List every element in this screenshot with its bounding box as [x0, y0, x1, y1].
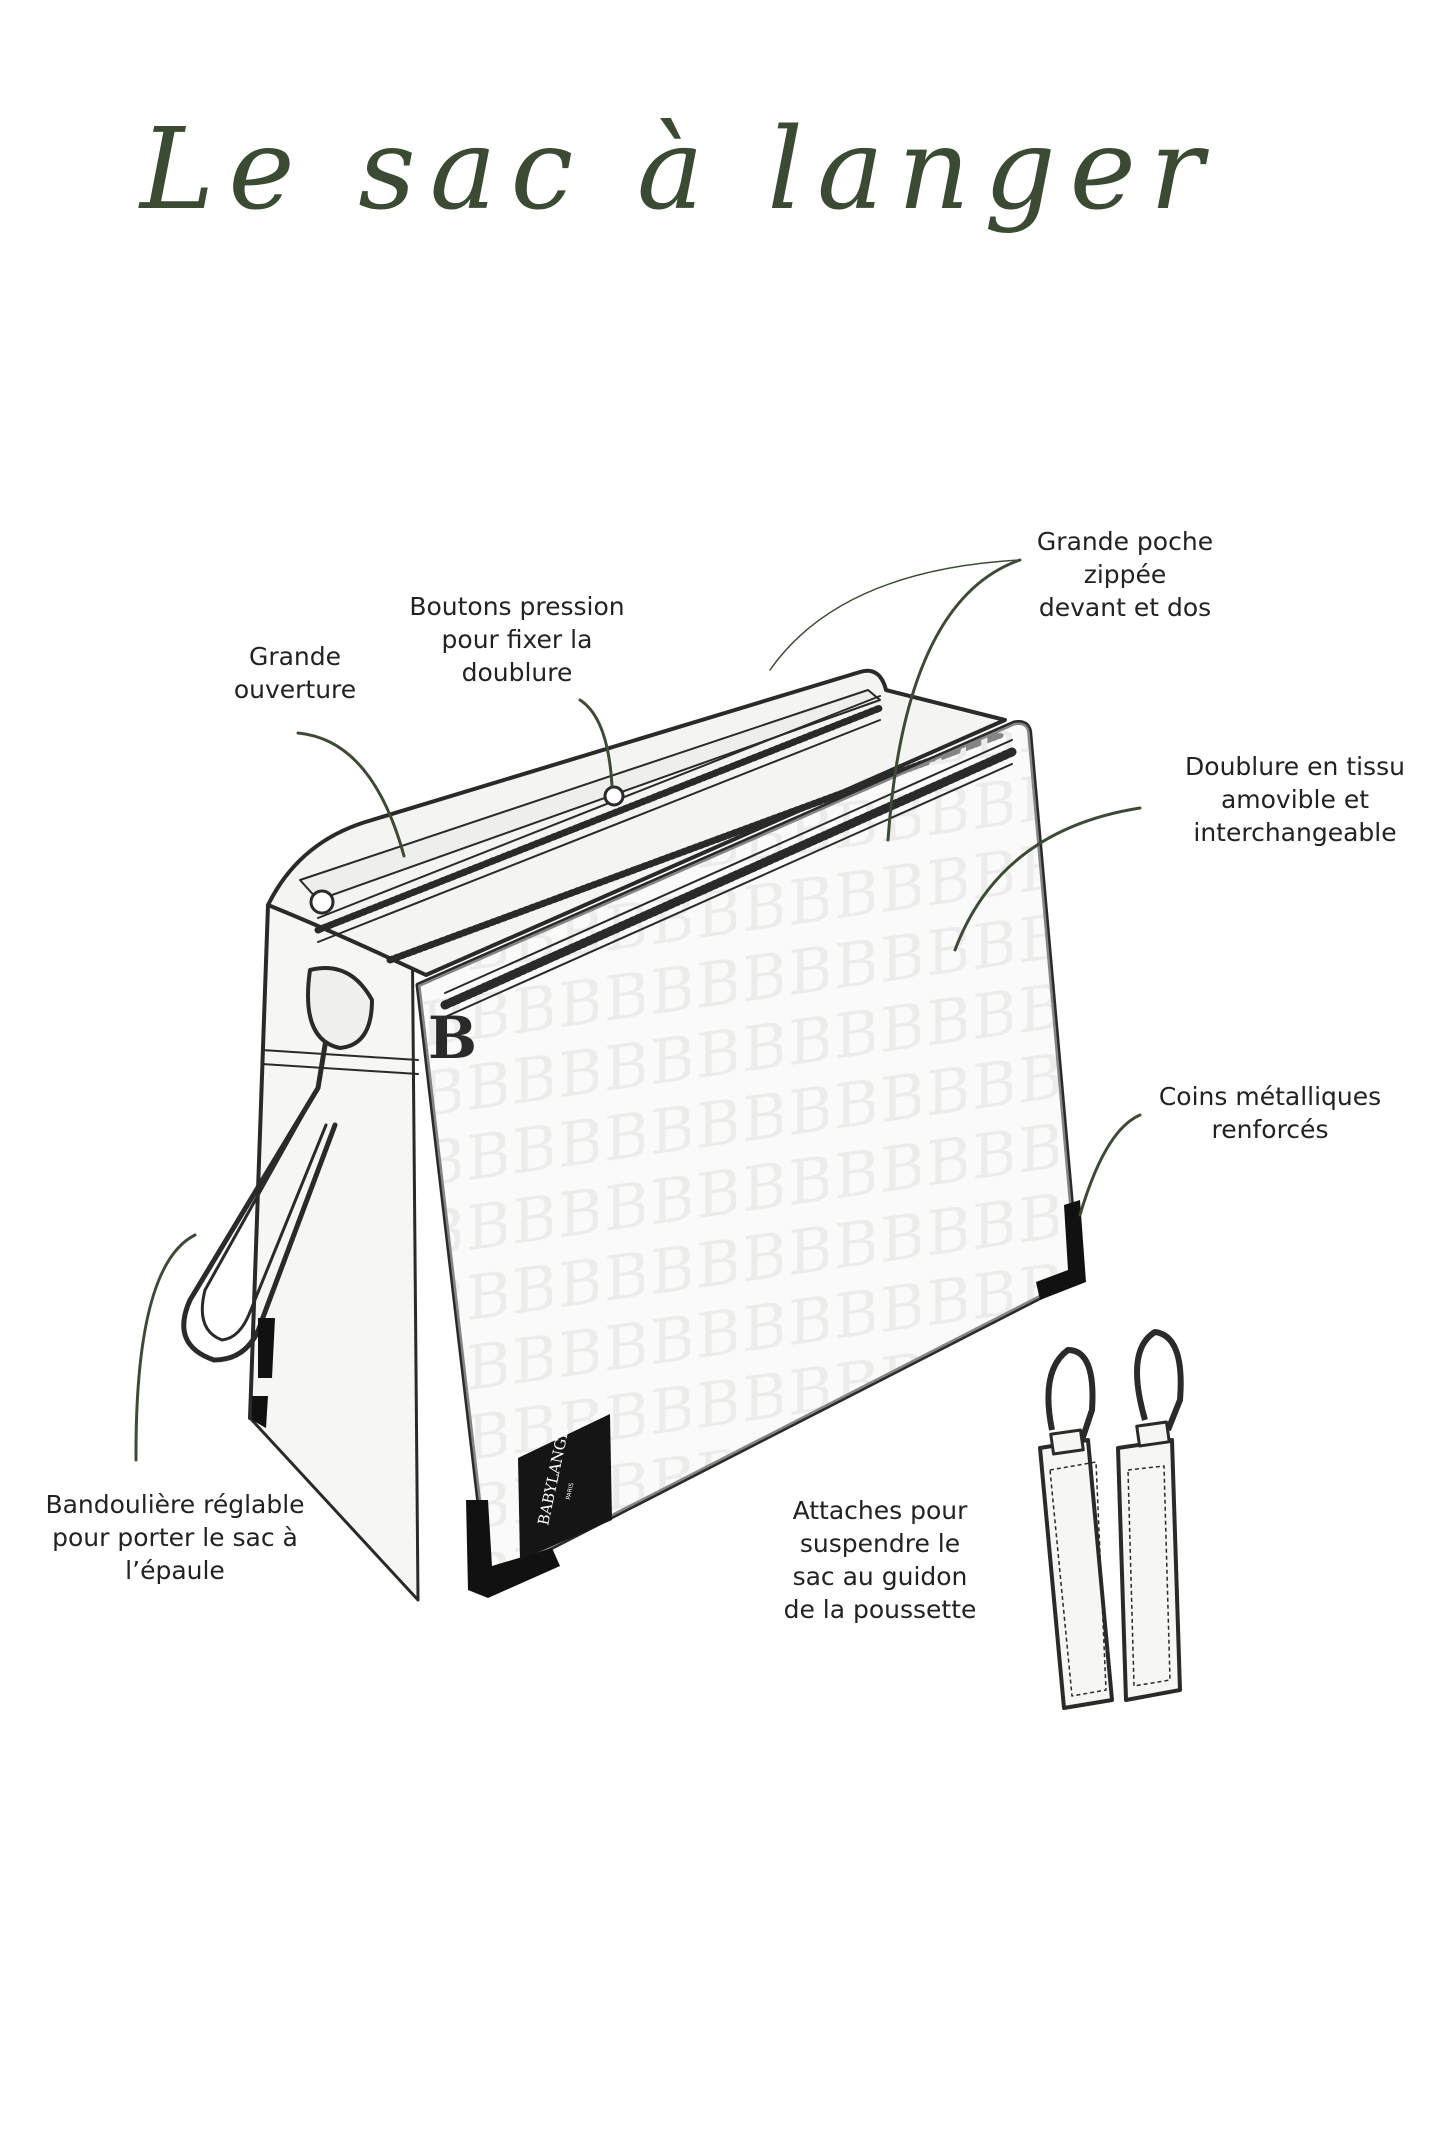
brand-city: PARIS — [565, 1482, 575, 1500]
callout-line: l’épaule — [125, 1556, 225, 1585]
callout-boutons-pression: Boutons pression pour fixer la doublure — [392, 590, 642, 689]
leader-grande-ouverture — [296, 731, 406, 858]
callout-line: de la poussette — [783, 1595, 977, 1624]
callout-line: ouverture — [233, 675, 357, 704]
diaper-bag-illustration: B BABYLANGE PARIS — [181, 668, 1086, 1602]
callout-line: pour fixer la — [441, 625, 593, 654]
leader-grande-poche — [886, 558, 1022, 842]
callout-coins: Coins métalliques renforcés — [1145, 1080, 1395, 1146]
callout-bandouliere: Bandoulière réglable pour porter le sac … — [30, 1488, 320, 1587]
callout-attaches: Attaches pour suspendre le sac au guidon… — [765, 1494, 995, 1626]
brand-label-patch — [518, 1414, 612, 1560]
callout-line: pour porter le sac à — [52, 1523, 298, 1552]
leader-coins — [1078, 1113, 1142, 1217]
callout-line: zippée — [1083, 560, 1167, 589]
callout-doublure: Doublure en tissu amovible et interchang… — [1170, 750, 1420, 849]
stroller-attachments-illustration — [1038, 1329, 1184, 1710]
callout-line: Grande — [248, 642, 342, 671]
callout-line: devant et dos — [1038, 593, 1212, 622]
monogram-zipper-pull: B — [428, 1004, 477, 1072]
callout-line: interchangeable — [1193, 818, 1397, 847]
callout-line: amovible et — [1220, 785, 1370, 814]
callout-line: sac au guidon — [792, 1562, 968, 1591]
callout-line: Attaches pour — [792, 1496, 968, 1525]
callout-line: Boutons pression — [409, 592, 625, 621]
leader-bandouliere — [134, 1233, 197, 1462]
callout-line: suspendre le — [799, 1529, 961, 1558]
callout-grande-poche: Grande poche zippée devant et dos — [1010, 525, 1240, 624]
leader-boutons-pression — [578, 698, 614, 788]
leader-grande-poche-back — [769, 559, 1021, 671]
callout-line: renforcés — [1211, 1115, 1329, 1144]
callout-line: Coins métalliques — [1158, 1082, 1382, 1111]
callout-line: Grande poche — [1036, 527, 1214, 556]
callout-line: doublure — [461, 658, 573, 687]
leader-doublure — [953, 806, 1142, 952]
leader-lines — [134, 558, 1142, 1462]
callout-line: Bandoulière réglable — [45, 1490, 305, 1519]
page-title: Le sac à langer — [138, 105, 1217, 235]
callout-grande-ouverture: Grande ouverture — [210, 640, 380, 706]
callout-line: Doublure en tissu — [1185, 752, 1405, 781]
